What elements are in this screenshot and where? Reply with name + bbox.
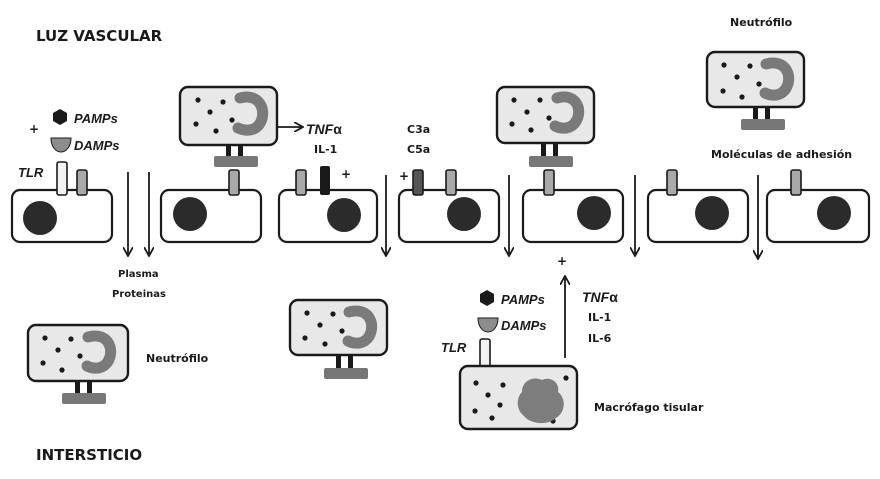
plus-sign: + [399,169,409,183]
endothelial-cell-5 [523,190,623,242]
pamps-hexagon-icon [480,290,494,306]
macrophage-pamps-label: PAMPs [501,292,545,307]
damps-semicircle-icon [478,318,498,332]
damps-semicircle-icon [51,138,71,152]
macrophage-il6-label: IL-6 [588,332,612,345]
macrophage-cell [460,366,577,429]
neutrophil-cell [497,87,594,167]
c5a-label: C5a [407,143,430,156]
tnf-label: TNFα [306,121,342,137]
neutrophil-label-left: Neutrófilo [146,352,209,365]
macrophage-label: Macrófago tisular [594,401,704,414]
proteinas-label: Proteinas [112,289,166,300]
intersticio-title: INTERSTICIO [36,446,142,464]
endothelial-cell-2 [161,190,261,242]
pamps-hexagon-icon [53,109,67,125]
neutrophil-cell [707,52,804,130]
adhesion-molecule [229,170,239,195]
endothelial-cell-6 [648,190,748,242]
plus-sign: + [341,167,351,181]
neutrophil-cell [180,87,277,167]
adhesion-molecule [446,170,456,195]
c3a-label: C3a [407,123,430,136]
luz-vascular-title: LUZ VASCULAR [36,27,163,45]
il1-label: IL-1 [314,143,337,156]
macrophage-damps-label: DAMPs [501,318,547,333]
adhesion-molecules-label: Moléculas de adhesión [711,148,852,161]
tlr-receptor [57,162,67,195]
damps-label: DAMPs [74,138,120,153]
neutrophil-cell [28,325,128,404]
cytokine-receptor [320,166,330,195]
macrophage-nucleus [518,379,564,424]
neutrophil-label-top: Neutrófilo [730,16,793,29]
complement-receptor [413,170,423,195]
adhesion-molecule [667,170,677,195]
macrophage-tlr-label: TLR [441,340,467,355]
tlr-label: TLR [18,165,44,180]
plus-sign: + [557,254,567,268]
endothelial-cell-7 [767,190,869,242]
neutrophil-cell [290,300,387,379]
endothelial-cell-1 [12,190,112,242]
endothelial-cell-4 [399,190,499,242]
adhesion-molecule [296,170,306,195]
macrophage-il1-label: IL-1 [588,311,611,324]
plus-sign: + [29,122,39,136]
pamps-label: PAMPs [74,111,118,126]
macrophage-tnf-label: TNFα [582,289,618,305]
adhesion-molecule [544,170,554,195]
adhesion-molecule [791,170,801,195]
plasma-label: Plasma [118,269,159,280]
endothelial-cell-3 [279,190,377,242]
adhesion-molecule [77,170,87,195]
